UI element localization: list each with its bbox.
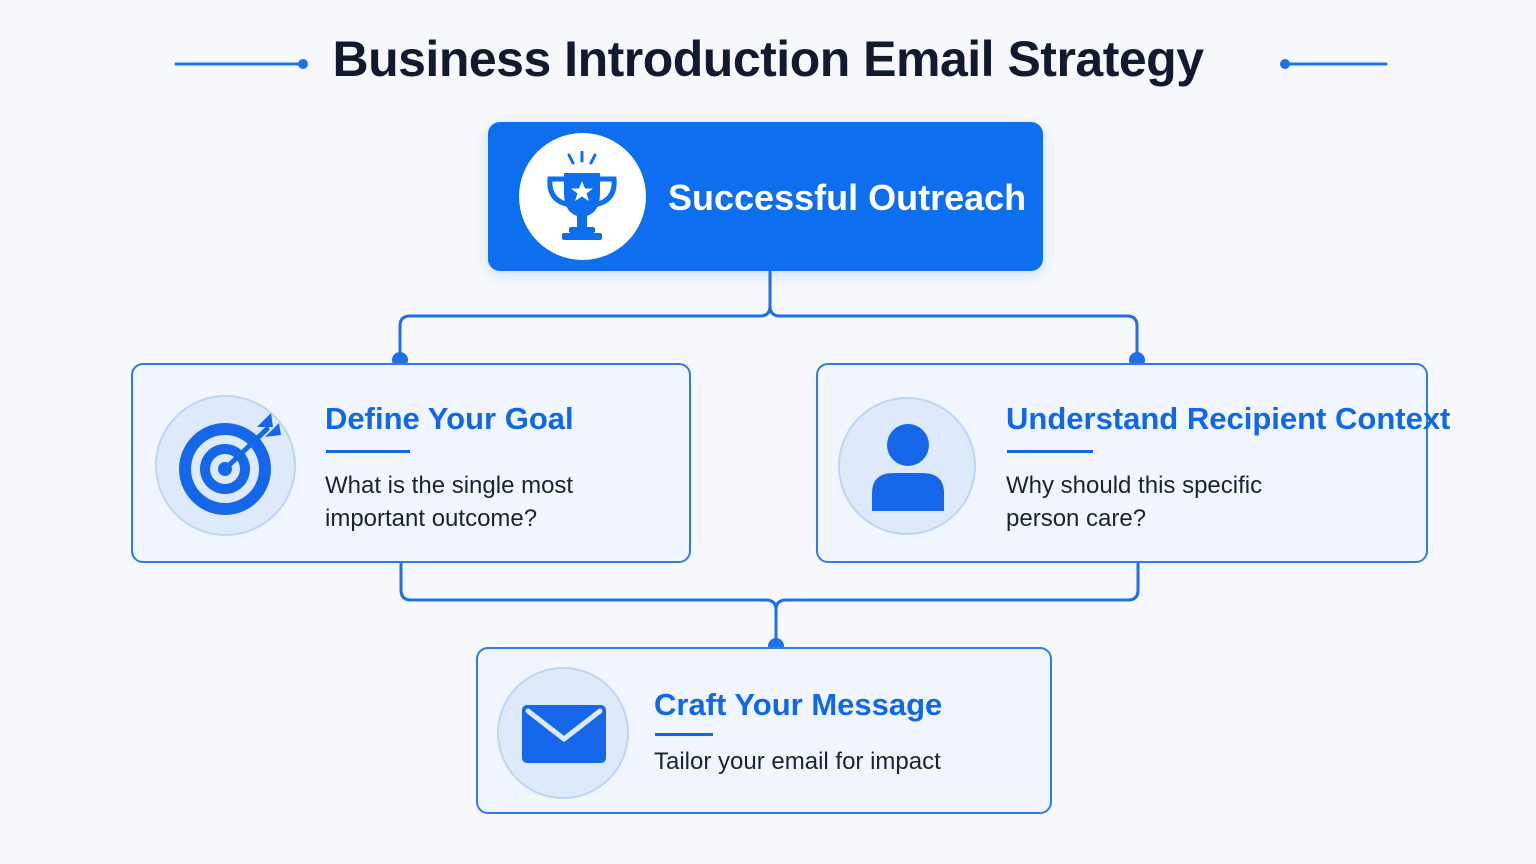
node-recipient-context-title: Understand Recipient Context bbox=[1006, 401, 1451, 436]
node-craft-message-title: Craft Your Message bbox=[654, 687, 943, 722]
title-decor-dot-left bbox=[298, 59, 308, 69]
root-node: Successful Outreach bbox=[488, 122, 1043, 271]
node-craft-message-description: Tailor your email for impact bbox=[654, 745, 941, 778]
description-line: What is the single most bbox=[325, 472, 574, 499]
connector-context-to-message bbox=[774, 562, 1140, 647]
node-craft-message: Craft Your Message Tailor your email for… bbox=[476, 647, 1052, 814]
context-icon-badge bbox=[838, 397, 976, 535]
title-decor-dot-right bbox=[1280, 59, 1290, 69]
description-line: Why should this specific bbox=[1006, 472, 1263, 499]
goal-icon-badge bbox=[155, 395, 296, 536]
node-define-goal-description: What is the single most important outcom… bbox=[325, 469, 573, 535]
root-icon-badge bbox=[519, 133, 646, 260]
node-define-goal: Define Your Goal What is the single most… bbox=[131, 363, 691, 563]
node-define-goal-rule bbox=[326, 450, 410, 453]
target-icon bbox=[179, 413, 281, 515]
message-icon-badge bbox=[497, 667, 629, 799]
trophy-icon bbox=[547, 151, 617, 240]
node-craft-message-rule bbox=[655, 733, 713, 736]
node-recipient-context-description: Why should this specific person care? bbox=[1006, 469, 1262, 535]
connector-root-to-goal bbox=[398, 270, 772, 362]
node-define-goal-title: Define Your Goal bbox=[325, 401, 574, 436]
connector-root-to-context bbox=[768, 270, 1139, 362]
envelope-icon bbox=[522, 705, 606, 763]
root-node-label: Successful Outreach bbox=[668, 177, 1027, 218]
description-line: Tailor your email for impact bbox=[654, 748, 941, 775]
node-recipient-context-rule bbox=[1007, 450, 1093, 453]
page-title: Business Introduction Email Strategy bbox=[332, 31, 1204, 87]
connector-goal-to-message bbox=[399, 562, 778, 647]
person-icon bbox=[872, 424, 944, 511]
node-recipient-context: Understand Recipient Context Why should … bbox=[816, 363, 1450, 563]
description-line: important outcome? bbox=[325, 505, 538, 532]
description-line: person care? bbox=[1006, 505, 1147, 532]
